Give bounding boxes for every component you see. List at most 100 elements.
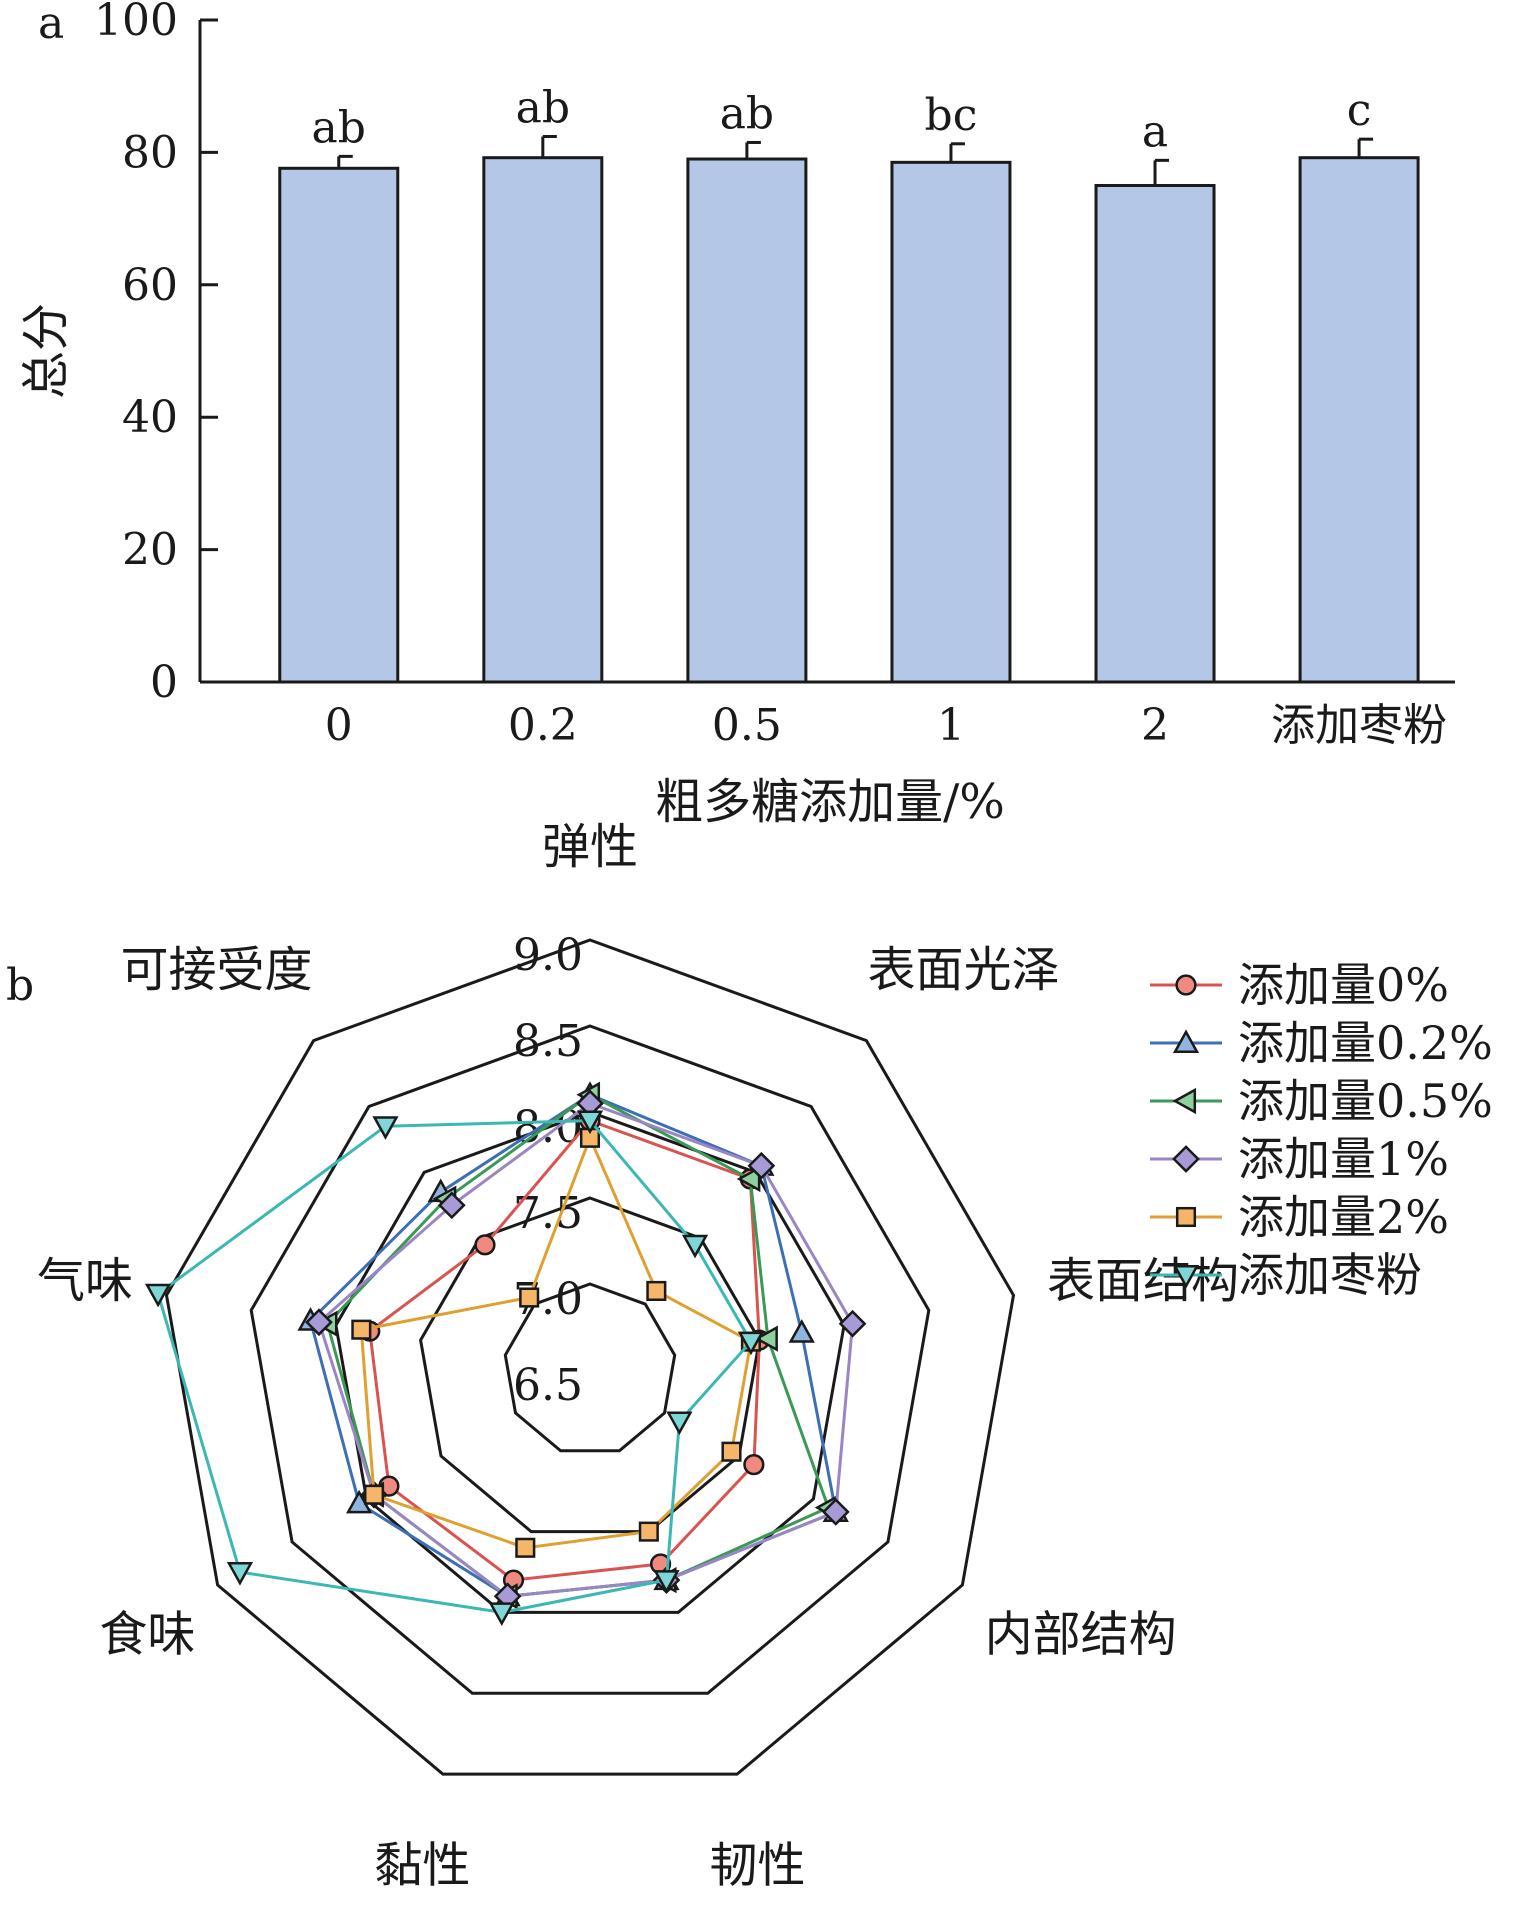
radar-axis-label: 内部结构 [985,1607,1177,1663]
x-tick-label: 0 [325,700,353,751]
legend-label: 添加量1% [1238,1132,1449,1186]
radar-series [144,1081,867,1627]
bar-chart-bars: ab ab ab bc a c [278,83,1420,684]
radar-axis-label: 气味 [37,1253,133,1309]
triangle-down-marker [226,1562,254,1586]
triangle-down-marker [372,1116,399,1140]
triangle-down-marker [488,1602,515,1627]
radar-axis-label: 黏性 [374,1837,470,1893]
square-marker [363,1484,385,1505]
square-marker [519,1287,540,1308]
triangle-down-marker [666,1411,693,1436]
radar-ring-label: 8.5 [513,1016,583,1067]
radar-legend: 添加量0%添加量0.2%添加量0.5%添加量1%添加量2%添加枣粉 [1150,958,1493,1302]
legend-item: 添加量2% [1150,1190,1449,1244]
triangle-down-marker [144,1283,172,1308]
legend-item: 添加量1% [1150,1132,1449,1186]
legend-label: 添加量0.5% [1238,1074,1493,1128]
diamond-marker [437,1191,466,1220]
triangle-up-marker [788,1319,815,1343]
triangle-up-marker [1172,1029,1200,1054]
radar-series-polygon [156,1119,753,1614]
panel-label-a: a [38,0,64,49]
square-marker [351,1319,372,1340]
bar [686,157,808,684]
triangle-left-marker [1172,1087,1197,1115]
circle-marker [474,1234,496,1256]
legend-item: 添加量0.2% [1150,1016,1493,1070]
radar-ring-label: 7.5 [513,1188,583,1239]
significance-label: a [1142,106,1168,157]
triangle-down-marker [681,1234,709,1259]
radar-ring-label: 6.5 [513,1360,583,1411]
significance-label: ab [312,102,366,153]
triangle-down-marker [737,1331,765,1356]
radar-axis-label: 弹性 [542,819,638,875]
radar-axis-label: 表面光泽 [867,942,1059,998]
x-tick-label: 0.2 [508,700,578,751]
square-marker [515,1537,536,1558]
diamond-marker [747,1151,776,1180]
radar-axis-label: 可接受度 [121,942,313,998]
bar [482,156,604,684]
radar-grid-ring [419,1196,761,1534]
significance-label: ab [720,88,774,139]
bar [1298,156,1420,684]
radar-axis-label: 食味 [99,1607,195,1663]
y-tick-label: 0 [150,657,178,708]
bar-chart-axes: 0 20 40 60 80 100 0 0.2 0.5 1 2 添加枣粉 [94,0,1455,751]
radar-grid-ring [164,938,1016,1776]
diamond-marker [305,1308,333,1337]
radar-grid-ring [334,1110,846,1614]
triangle-left-marker [754,1325,778,1352]
legend-label: 添加量0.2% [1238,1016,1493,1070]
y-tick-label: 100 [94,0,178,46]
significance-label: c [1347,85,1372,136]
y-tick-label: 60 [122,260,178,311]
radar-series-polygon [368,1118,761,1582]
radar-grid-ring [503,1282,677,1453]
triangle-down-marker [653,1570,680,1594]
diamond-marker [1172,1145,1200,1173]
x-tick-label: 添加枣粉 [1271,700,1447,751]
y-axis-label: 总分 [18,303,74,399]
radar-grid: 6.57.07.58.08.59.0弹性表面光泽表面结构内部结构韧性黏性食味气味… [37,819,1239,1893]
x-tick-label: 1 [937,700,965,751]
legend-item: 添加量0.5% [1150,1074,1493,1128]
diamond-marker [821,1498,850,1526]
radar-ring-label: 8.0 [513,1102,583,1153]
legend-item: 添加量0% [1150,958,1449,1012]
radar-axis-label: 表面结构 [1047,1253,1239,1309]
x-tick-label: 2 [1141,700,1169,751]
y-tick-label: 40 [122,392,178,443]
square-marker [1175,1206,1197,1228]
radar-series-line [144,1110,765,1627]
bar [1094,184,1216,684]
radar-grid-ring [249,1024,931,1695]
legend-label: 添加量2% [1238,1190,1449,1244]
triangle-down-marker [1172,1264,1200,1289]
significance-label: ab [516,83,570,134]
y-tick-label: 80 [122,127,178,178]
radar-ring-label: 9.0 [513,930,583,981]
square-marker [646,1280,667,1301]
bar-chart-panel: a 0 20 40 60 80 100 0 0.2 0.5 1 2 添加枣粉 ab ab ab bc a c 总… [18,0,1455,830]
radar-series-line [305,1089,867,1611]
x-tick-label: 0.5 [712,700,782,751]
square-marker [638,1521,659,1542]
bar [890,160,1012,684]
legend-item: 添加枣粉 [1150,1248,1422,1302]
panel-label-b: b [6,960,34,1011]
legend-label: 添加量0% [1238,958,1449,1012]
y-tick-label: 20 [122,525,178,576]
square-marker [721,1441,742,1462]
radar-series-polygon [359,1133,753,1550]
radar-axis-label: 韧性 [710,1837,806,1893]
diamond-marker [838,1309,867,1338]
circle-marker [743,1454,765,1476]
bar [278,166,400,684]
significance-label: bc [925,90,978,141]
radar-chart-panel: b 6.57.07.58.08.59.0弹性表面光泽表面结构内部结构韧性黏性食味… [6,819,1493,1893]
x-axis-label: 粗多糖添加量/% [655,774,1005,830]
